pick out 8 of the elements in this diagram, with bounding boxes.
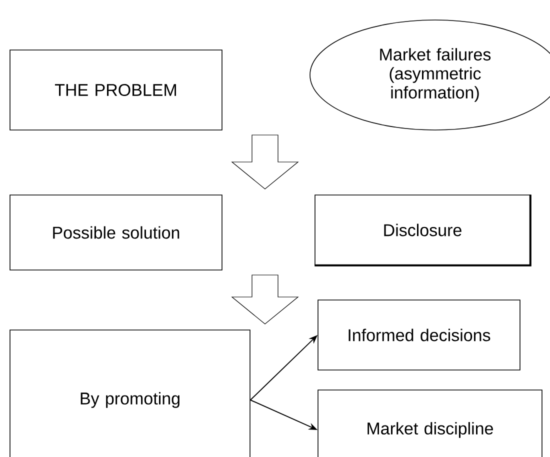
text-box: Possible solution: [10, 194, 222, 270]
block-arrow: [231, 134, 299, 190]
text-box: Informed decisions: [318, 300, 520, 370]
text-box: THE PROBLEM: [10, 50, 222, 130]
block-arrow: [231, 274, 299, 324]
text-box: By promoting: [10, 330, 250, 457]
text-box: Disclosure: [314, 194, 532, 266]
text-box: Market discipline: [318, 390, 542, 457]
